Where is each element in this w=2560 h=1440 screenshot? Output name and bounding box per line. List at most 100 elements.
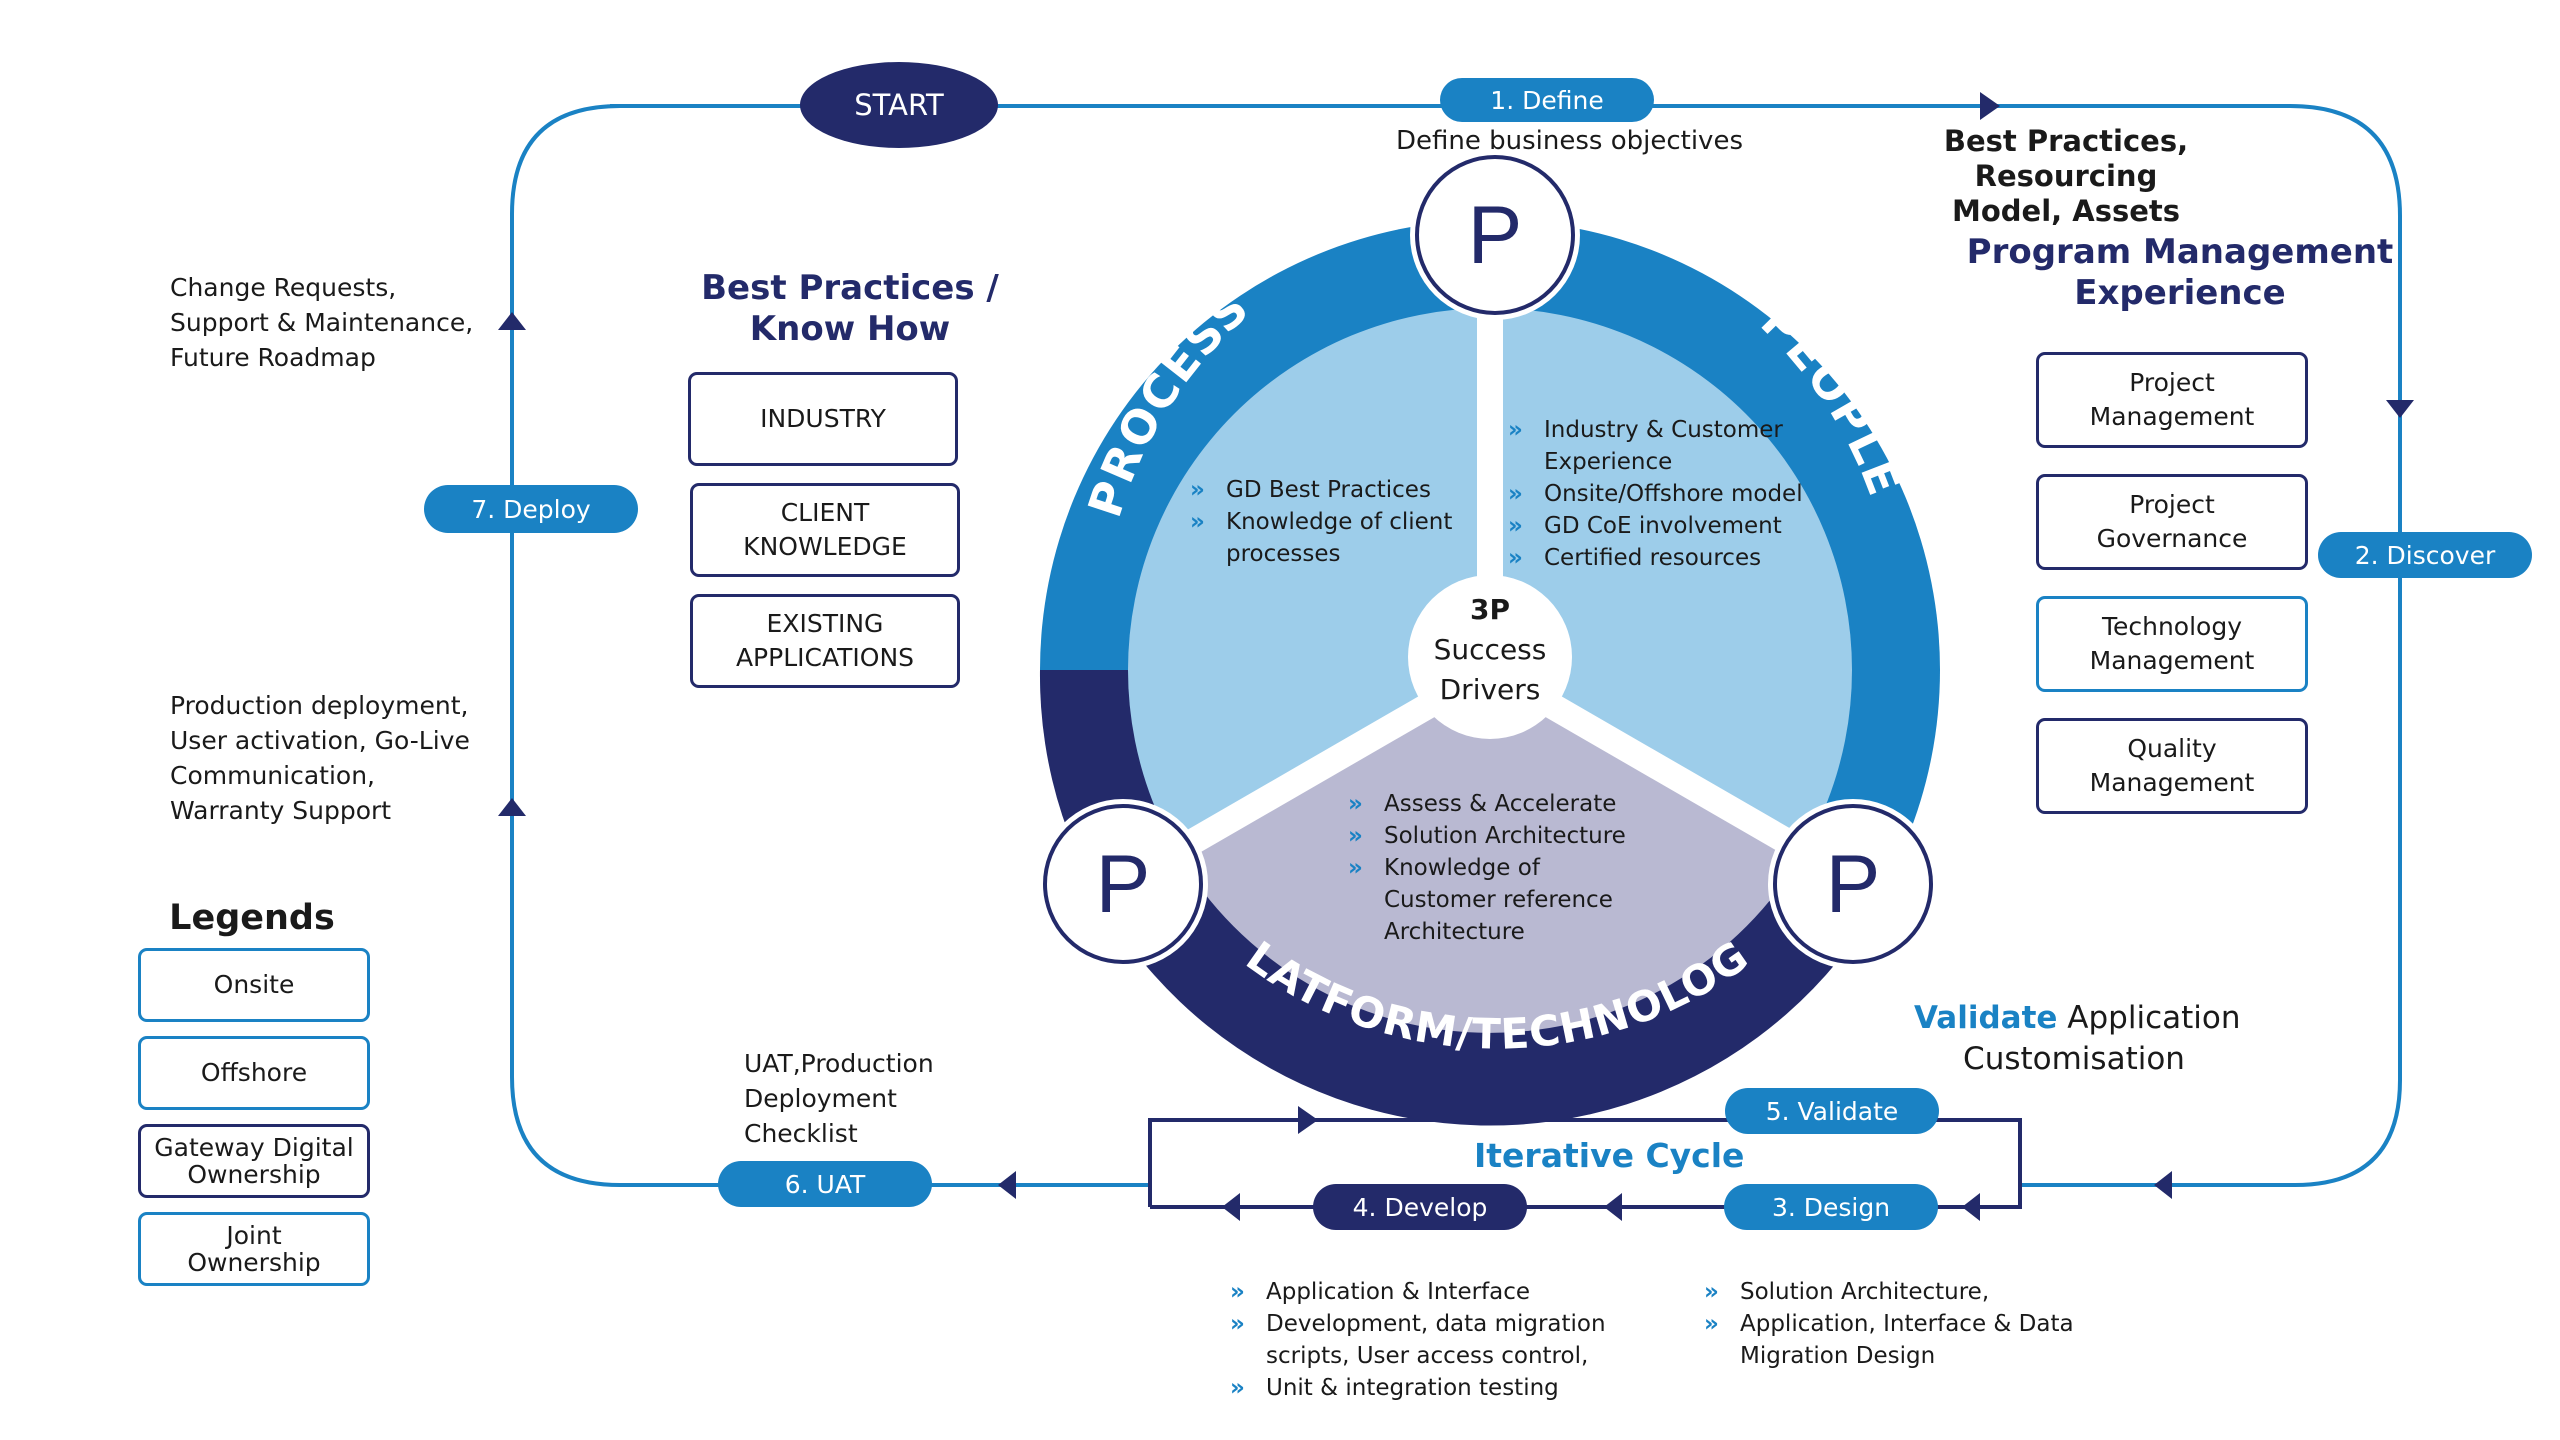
step-discover[interactable]: 2. Discover <box>2318 532 2532 578</box>
arrow-iter-top <box>1298 1106 1318 1134</box>
bullet-item: » Knowledge of Customer reference Archite… <box>1348 852 1626 948</box>
legends-title: Legends <box>169 898 335 938</box>
bullet-chevron-icon: » <box>1508 513 1523 539</box>
program-management-heading: Program Management Experience <box>1966 232 2394 313</box>
legend-joint-ownership: Joint Ownership <box>138 1212 370 1286</box>
bullet-item: » GD Best Practices <box>1190 474 1452 506</box>
p-circle-top <box>1415 155 1575 315</box>
bullet-text: Industry & Customer Experience <box>1544 417 1783 475</box>
step-uat[interactable]: 6. UAT <box>718 1161 932 1207</box>
people-items: » Industry & Customer Experience » Onsite/O… <box>1508 414 1803 574</box>
bullet-chevron-icon: » <box>1508 545 1523 571</box>
arrow-right-top <box>1980 92 2000 120</box>
bullet-chevron-icon: » <box>1230 1279 1245 1305</box>
step-design[interactable]: 3. Design <box>1724 1184 1938 1230</box>
arrow-iter-2 <box>1604 1193 1622 1221</box>
p-letter-left: P <box>1096 839 1151 930</box>
p-circle-left <box>1043 804 1203 964</box>
legend-onsite: Onsite <box>138 948 370 1022</box>
bullet-item: » Assess & Accelerate <box>1348 788 1626 820</box>
validate-highlight: Validate <box>1914 1000 2058 1036</box>
top-right-caption: Best Practices, Resourcing Model, Assets <box>1943 124 2189 228</box>
iterative-cycle-label: Iterative Cycle <box>1474 1136 1745 1175</box>
best-practice-industry: INDUSTRY <box>688 372 958 466</box>
step-define[interactable]: 1. Define <box>1440 78 1654 122</box>
legend-gateway-digital-ownership: Gateway Digital Ownership <box>138 1124 370 1198</box>
bullet-item: » Development, data migration scripts, Us… <box>1230 1308 1606 1372</box>
bullet-item: »Solution Architecture, <box>1704 1276 2074 1308</box>
develop-items: »Application & Interface»Development, da… <box>1230 1276 1606 1404</box>
outer-cycle-left <box>510 104 1150 1187</box>
bullet-text: Solution Architecture, <box>1740 1279 1990 1305</box>
bullet-chevron-icon: » <box>1190 509 1205 535</box>
bullet-item: » Industry & Customer Experience <box>1508 414 1803 478</box>
p-letter-top: P <box>1468 190 1523 281</box>
define-caption: Define business objectives <box>1396 126 1743 156</box>
bullet-item: »Application & Interface <box>1230 1276 1606 1308</box>
bullet-chevron-icon: » <box>1704 1311 1719 1337</box>
arrow-left-uat <box>998 1171 1016 1199</box>
legend-offshore: Offshore <box>138 1036 370 1110</box>
bullet-chevron-icon: » <box>1348 855 1363 881</box>
bullet-chevron-icon: » <box>1348 791 1363 817</box>
center-line: Success <box>1433 633 1547 666</box>
bullet-text: Knowledge of client processes <box>1226 509 1453 567</box>
best-practice-existing-applications: EXISTING APPLICATIONS <box>690 594 960 688</box>
bullet-item: » Unit & integration testing <box>1230 1372 1606 1404</box>
program-item-project-governance: Project Governance <box>2036 474 2308 570</box>
process-items: » GD Best Practices » Knowledge of client p… <box>1190 474 1452 570</box>
bullet-text: Assess & Accelerate <box>1384 791 1617 817</box>
bullet-chevron-icon: » <box>1508 417 1523 443</box>
uat-caption: UAT,Production Deployment Checklist <box>744 1049 934 1148</box>
step-validate[interactable]: 5. Validate <box>1725 1088 1939 1134</box>
bullet-text: Unit & integration testing <box>1266 1375 1559 1401</box>
bullet-text: Solution Architecture <box>1384 823 1626 849</box>
program-item-project-management: Project Management <box>2036 352 2308 448</box>
bullet-text: Onsite/Offshore model <box>1544 481 1803 507</box>
center-label: 3P Success Drivers <box>1410 590 1570 710</box>
validate-caption-line1: Application <box>2067 1000 2241 1036</box>
bullet-text: Certified resources <box>1544 545 1762 571</box>
outer-cycle-right <box>610 104 2402 1187</box>
bullet-chevron-icon: » <box>1230 1311 1245 1337</box>
arrow-down-right <box>2386 400 2414 418</box>
p-circle-right <box>1773 804 1933 964</box>
bullet-item: » Knowledge of client processes <box>1190 506 1452 570</box>
bullet-item: »Application, Interface & Data Migration… <box>1704 1308 2074 1372</box>
bullet-text: Knowledge of Customer reference Architec… <box>1384 855 1613 945</box>
bullet-chevron-icon: » <box>1348 823 1363 849</box>
center-hub <box>1408 575 1572 739</box>
arrow-iter-3 <box>1222 1193 1240 1221</box>
bullet-chevron-icon: » <box>1230 1375 1245 1401</box>
arrow-up-left-top <box>498 312 526 330</box>
validate-caption-line2: Customisation <box>1963 1041 2185 1077</box>
bullet-item: » GD CoE involvement <box>1508 510 1803 542</box>
bullet-item: » Solution Architecture <box>1348 820 1626 852</box>
program-item-technology-management: Technology Management <box>2036 596 2308 692</box>
left-mid-caption: Production deployment, User activation, … <box>170 691 470 825</box>
center-title: 3P <box>1469 593 1510 626</box>
arrow-up-left-bottom <box>498 798 526 816</box>
bullet-text: GD CoE involvement <box>1544 513 1782 539</box>
arrow-left-bottom <box>2154 1171 2172 1199</box>
arrow-iter-1 <box>1962 1193 1980 1221</box>
bullet-text: Development, data migration scripts, Use… <box>1266 1311 1606 1369</box>
best-practice-client-knowledge: CLIENT KNOWLEDGE <box>690 483 960 577</box>
design-items: »Solution Architecture,»Application, Int… <box>1704 1276 2074 1372</box>
p-letter-right: P <box>1826 839 1881 930</box>
bullet-text: GD Best Practices <box>1226 477 1431 503</box>
bullet-item: » Certified resources <box>1508 542 1803 574</box>
best-practices-heading: Best Practices / Know How <box>701 268 999 349</box>
step-develop[interactable]: 4. Develop <box>1313 1184 1527 1230</box>
bullet-chevron-icon: » <box>1190 477 1205 503</box>
bullet-item: » Onsite/Offshore model <box>1508 478 1803 510</box>
start-oval[interactable]: START <box>800 62 998 148</box>
program-item-quality-management: Quality Management <box>2036 718 2308 814</box>
step-deploy[interactable]: 7. Deploy <box>424 485 638 533</box>
center-line: Drivers <box>1439 673 1541 706</box>
bullet-chevron-icon: » <box>1508 481 1523 507</box>
left-top-caption: Change Requests, Support & Maintenance, … <box>170 273 474 372</box>
